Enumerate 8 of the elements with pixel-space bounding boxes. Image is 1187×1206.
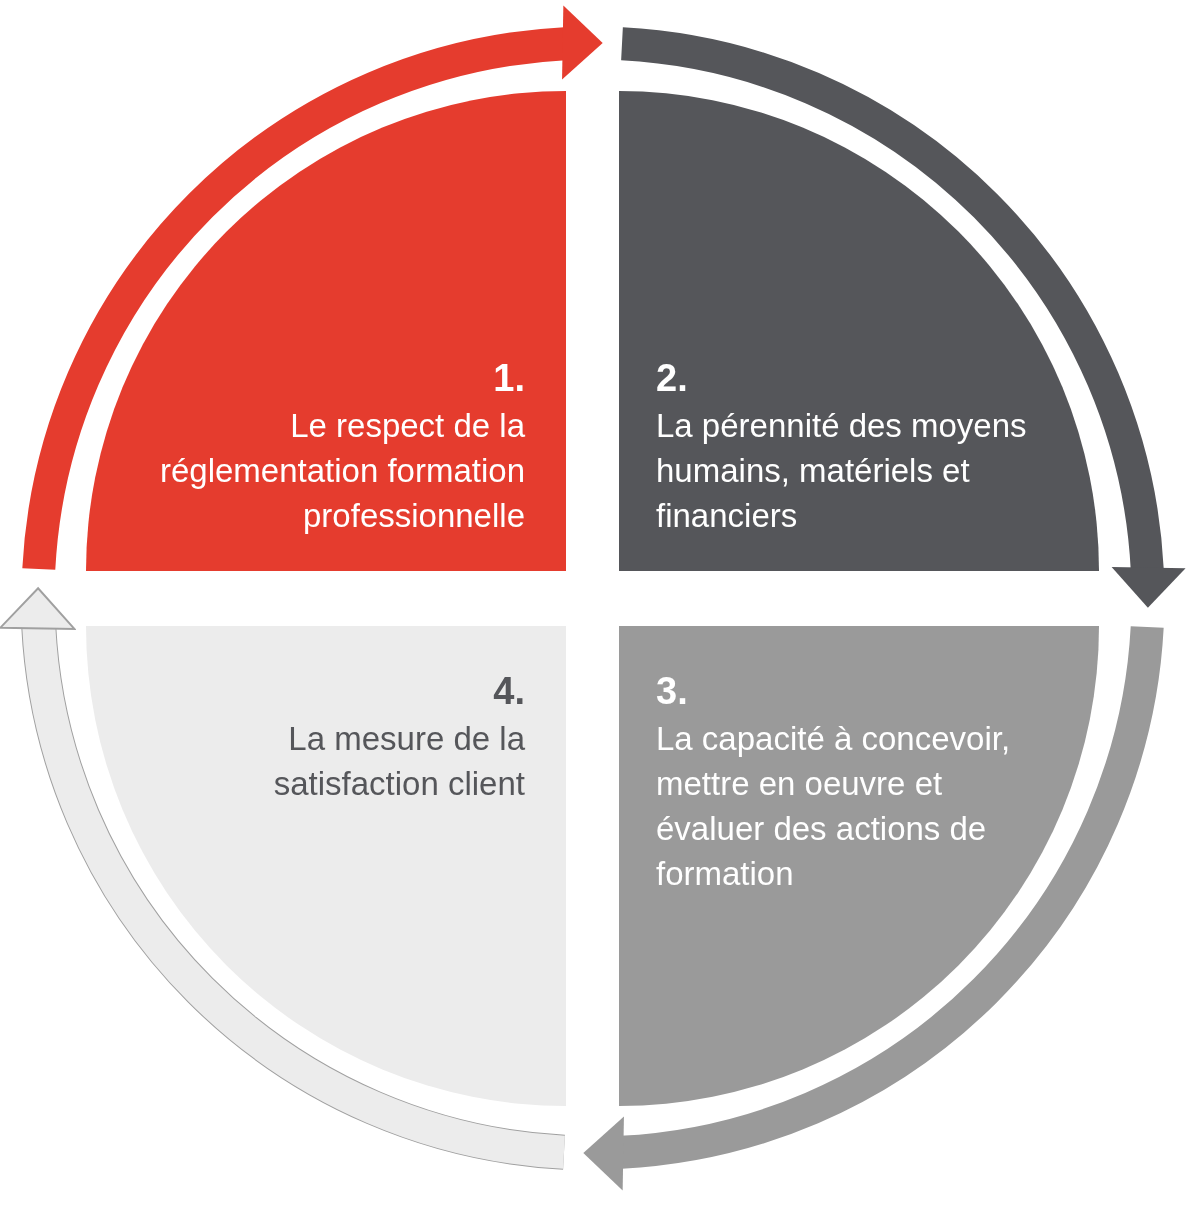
- step-text: La pérennité des moyens humains, matériels et financiers: [656, 406, 1028, 536]
- step-number: 4.: [492, 669, 525, 714]
- step-text: Le respect de la réglementation formation professionnelle: [158, 406, 525, 536]
- step-number: 3.: [656, 669, 689, 714]
- step-text: La mesure de la satisfaction client: [272, 719, 525, 804]
- step-number: 1.: [492, 356, 525, 401]
- step-number: 2.: [656, 356, 689, 401]
- step-text: La capacité à concevoir, mettre en oeuvre et évaluer des actions de formation: [656, 719, 1012, 894]
